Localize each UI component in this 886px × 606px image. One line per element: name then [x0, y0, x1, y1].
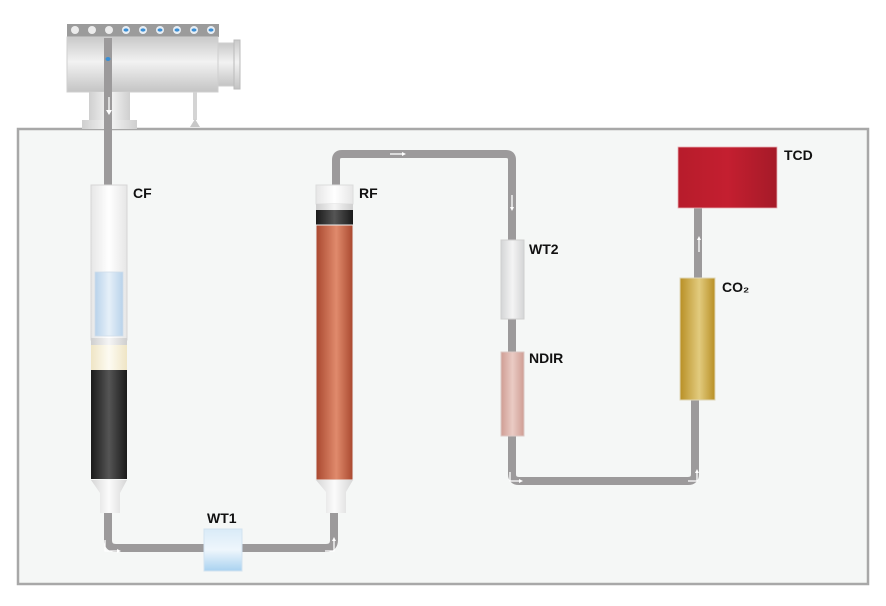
- co2-body: [679, 277, 716, 401]
- sample-slot-empty: [88, 26, 96, 34]
- rf-nozzle: [316, 480, 353, 513]
- cf-ring: [91, 338, 127, 345]
- flow-arrows: [104, 57, 701, 553]
- arrow-corner-up-icon: [325, 537, 336, 552]
- wt1-body: [203, 528, 243, 572]
- cf-nozzle: [91, 480, 127, 513]
- combustion-furnace: CF: [90, 184, 152, 513]
- furnace-autosampler: [66, 24, 241, 129]
- support-foot: [190, 119, 200, 127]
- ndir-detector: NDIR: [500, 350, 563, 437]
- furnace-body: [66, 36, 219, 93]
- ndir-label: NDIR: [529, 350, 563, 366]
- sample-slot-empty: [105, 26, 113, 34]
- arrow-up-icon: [697, 236, 701, 252]
- cf-heater-zone: [91, 370, 127, 479]
- arrow-down-icon: [106, 97, 112, 115]
- sample-dot: [157, 28, 163, 32]
- arrow-down-icon: [510, 195, 514, 211]
- support-rod: [193, 92, 197, 120]
- co2-label: CO₂: [722, 279, 749, 295]
- sample-dot: [123, 28, 129, 32]
- wt1-label: WT1: [207, 510, 237, 526]
- water-trap-1: WT1: [203, 510, 243, 572]
- arrow-corner-right-icon: [509, 472, 523, 483]
- furnace-end-flange: [233, 39, 241, 90]
- pipe-rf-to-wt2: [332, 150, 516, 240]
- co2-trap: CO₂: [679, 277, 749, 401]
- rf-label: RF: [359, 185, 378, 201]
- cf-cream-zone: [91, 345, 127, 370]
- rf-black-band: [316, 210, 353, 225]
- arrow-corner-right-icon: [104, 540, 121, 553]
- sample-dot: [174, 28, 180, 32]
- wt2-body: [500, 239, 525, 320]
- water-trap-2: WT2: [500, 239, 559, 320]
- arrow-right-icon: [390, 152, 406, 156]
- sample-drop: [105, 57, 111, 61]
- arrow-corner-up-icon: [688, 469, 699, 482]
- cf-quartz-zone: [94, 271, 124, 337]
- reduction-furnace: RF: [315, 184, 378, 513]
- pipe-ndir-to-co2: [508, 400, 699, 485]
- wt2-label: WT2: [529, 241, 559, 257]
- sampler-leds: [71, 26, 215, 34]
- cf-label: CF: [133, 185, 152, 201]
- tcd-label: TCD: [784, 147, 813, 163]
- rf-copper-zone: [315, 224, 354, 481]
- rf-cap: [315, 184, 354, 205]
- furnace-end-cap: [217, 42, 235, 87]
- ndir-body: [500, 351, 525, 437]
- sample-dot: [191, 28, 197, 32]
- tcd-detector: TCD: [677, 146, 813, 209]
- sample-slot-empty: [71, 26, 79, 34]
- tcd-body: [677, 146, 778, 209]
- rf-ring: [316, 204, 353, 210]
- sample-dot: [208, 28, 214, 32]
- sample-dot: [140, 28, 146, 32]
